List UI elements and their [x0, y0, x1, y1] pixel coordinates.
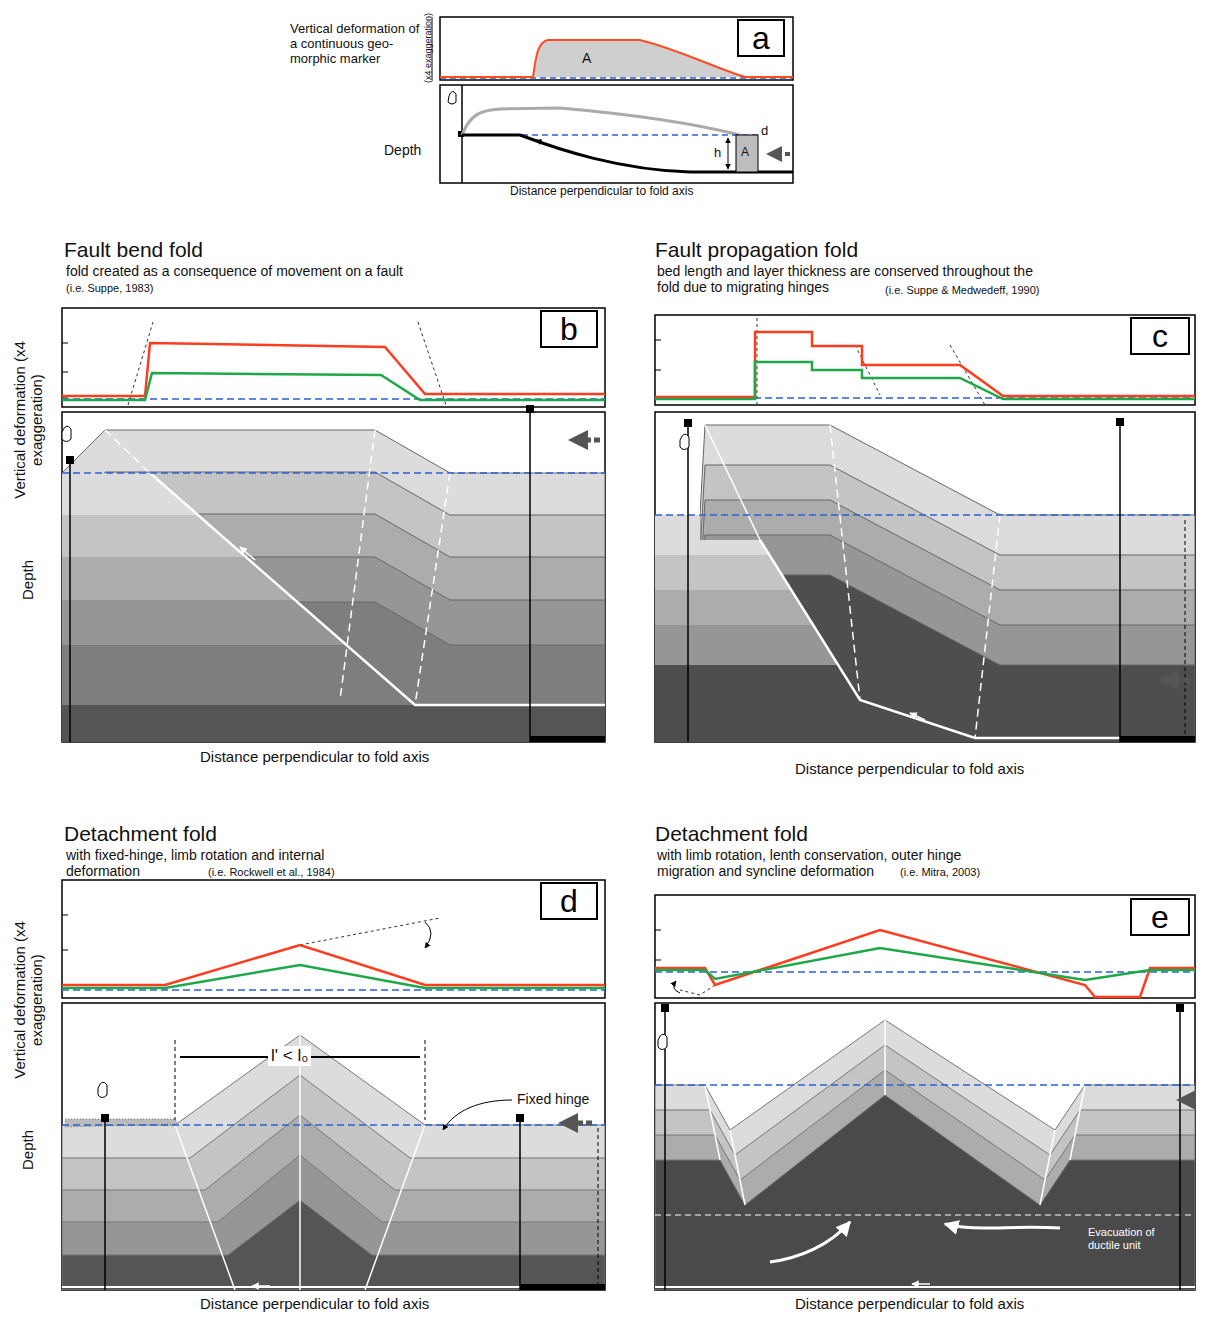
axis-title: Vertical deformation of a continuous geo…: [290, 22, 430, 67]
panel-title: Detachment fold: [64, 822, 217, 846]
panel-letter-text: b: [560, 313, 578, 345]
dimension-label: d: [761, 124, 768, 139]
reference: (i.e. Suppe, 1983): [66, 282, 153, 295]
axis-title: Distance perpendicular to fold axis: [795, 1295, 1024, 1312]
axis-title: Depth: [19, 560, 36, 600]
panel-title: Fault bend fold: [64, 238, 203, 262]
dimension-label: h: [714, 146, 721, 161]
panel-letter-text: e: [1151, 901, 1169, 933]
callout-label: Evacuation of ductile unit: [1088, 1226, 1188, 1251]
panel-letter: a: [737, 19, 785, 57]
panel-letter: b: [540, 310, 598, 348]
panel-letter: e: [1130, 898, 1190, 936]
dimension-label: l' < l₀: [268, 1046, 311, 1066]
axis-title: Distance perpendicular to fold axis: [200, 1295, 429, 1312]
panel-letter: d: [540, 882, 598, 920]
panel-e: [655, 895, 1195, 1290]
panel-title: Detachment fold: [655, 822, 808, 846]
callout-label: Fixed hinge: [514, 1091, 592, 1107]
reference: (i.e. Mitra, 2003): [900, 866, 980, 879]
panel-letter: c: [1130, 317, 1190, 355]
panel-a: [432, 17, 793, 183]
panel-letter-text: c: [1152, 320, 1168, 352]
reference: (i.e. Suppe & Medwedeff, 1990): [885, 284, 1040, 297]
panel-d: [62, 880, 605, 1290]
axis-note: (x4 exaggeration): [423, 13, 433, 83]
panel-title: Fault propagation fold: [655, 238, 858, 262]
axis-title: Vertical deformation (x4 exaggeration): [11, 335, 46, 505]
area-label: A: [741, 146, 749, 160]
axis-title: Distance perpendicular to fold axis: [795, 760, 1024, 777]
axis-title: Depth: [384, 142, 421, 158]
reference: (i.e. Rockwell et al., 1984): [208, 866, 335, 879]
panel-letter-text: d: [560, 885, 578, 917]
panel-subtitle: fold created as a consequence of movemen…: [66, 263, 403, 279]
panel-c: [655, 315, 1195, 742]
axis-title: Distance perpendicular to fold axis: [510, 185, 693, 199]
panel-b: [62, 308, 605, 742]
area-label: A: [582, 50, 591, 66]
axis-title: Distance perpendicular to fold axis: [200, 748, 429, 765]
axis-title: Vertical deformation (x4 exaggeration): [11, 915, 46, 1085]
panel-letter-text: a: [752, 22, 770, 54]
axis-title: Depth: [19, 1130, 36, 1170]
